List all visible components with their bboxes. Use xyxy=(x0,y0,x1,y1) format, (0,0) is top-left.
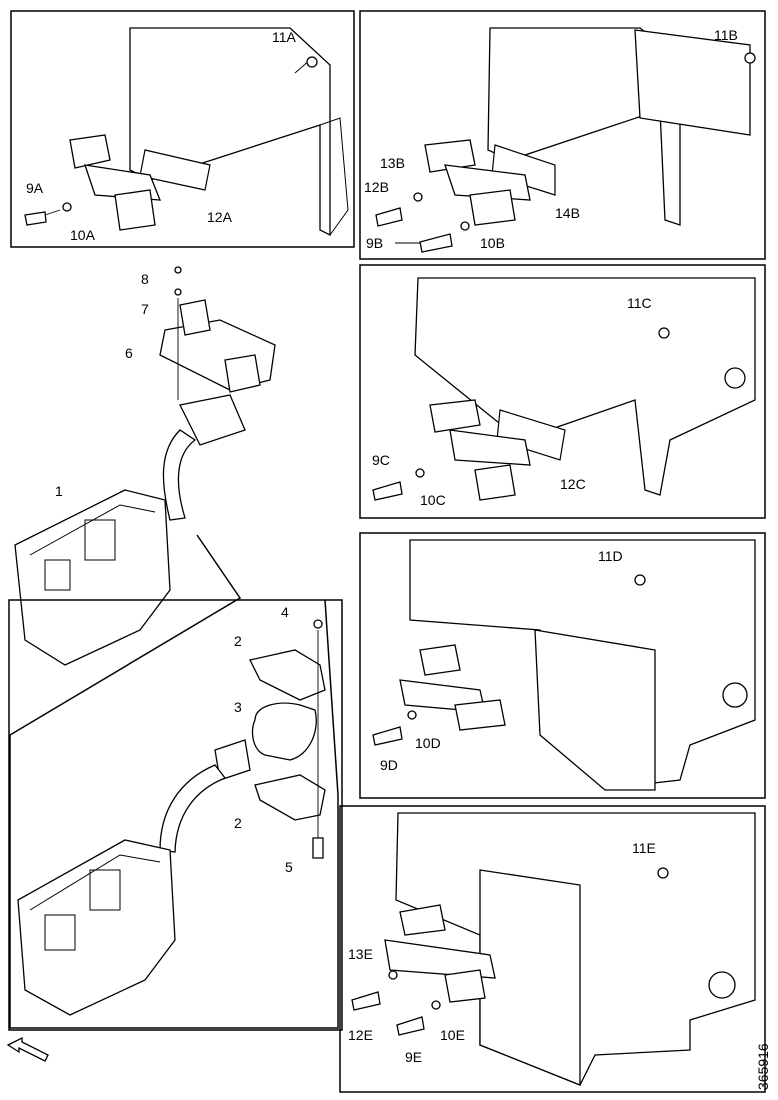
detail-panel-d xyxy=(359,532,766,799)
label-9A: 9A xyxy=(26,180,44,196)
label-14B: 14B xyxy=(555,205,580,221)
label-9E: 9E xyxy=(405,1049,422,1065)
label-2-lower: 2 xyxy=(234,815,242,831)
label-10D: 10D xyxy=(415,735,441,751)
label-11C: 11C xyxy=(627,295,652,311)
label-11D: 11D xyxy=(598,548,623,564)
label-10C: 10C xyxy=(420,492,446,508)
label-3: 3 xyxy=(234,699,242,715)
main-assembly xyxy=(14,266,276,666)
label-1: 1 xyxy=(55,483,63,499)
callout-frame xyxy=(9,534,242,736)
label-10E: 10E xyxy=(440,1027,465,1043)
label-11B: 11B xyxy=(714,27,738,43)
detail-panel-c xyxy=(359,264,766,519)
detail-panel-a xyxy=(10,10,355,248)
label-12B: 12B xyxy=(364,179,389,195)
label-2-upper: 2 xyxy=(234,633,242,649)
detail-panel-b xyxy=(359,10,766,260)
label-11E: 11E xyxy=(632,840,656,856)
detail-panel-e xyxy=(339,805,766,1093)
label-13B: 13B xyxy=(380,155,405,171)
label-12E: 12E xyxy=(348,1027,373,1043)
label-12A: 12A xyxy=(207,209,233,225)
label-10B: 10B xyxy=(480,235,505,251)
label-8: 8 xyxy=(141,271,149,287)
drawing-reference: 365916 xyxy=(755,1043,771,1090)
label-13E: 13E xyxy=(348,946,373,962)
label-9C: 9C xyxy=(372,452,390,468)
exploded-clamp-view xyxy=(8,599,343,1031)
label-6: 6 xyxy=(125,345,133,361)
label-12C: 12C xyxy=(560,476,586,492)
label-9D: 9D xyxy=(380,757,398,773)
label-10A: 10A xyxy=(70,227,96,243)
label-4: 4 xyxy=(281,604,289,620)
label-5: 5 xyxy=(285,859,293,875)
label-7: 7 xyxy=(141,301,149,317)
label-11A: 11A xyxy=(272,29,297,45)
direction-arrow-icon xyxy=(6,1036,49,1062)
label-9B: 9B xyxy=(366,235,383,251)
